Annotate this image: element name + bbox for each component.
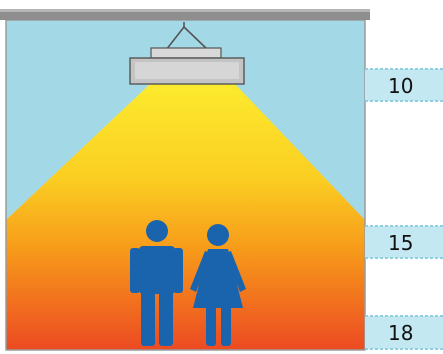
man-icon bbox=[130, 220, 183, 346]
woman-icon bbox=[190, 224, 246, 346]
scale-label-15: 15 bbox=[388, 231, 413, 255]
ceiling bbox=[0, 9, 370, 20]
heat-radiation-zone bbox=[6, 84, 365, 350]
scale-tag-18: 18 bbox=[365, 315, 443, 350]
ceiling-highlight bbox=[0, 9, 370, 12]
scale-label-10: 10 bbox=[388, 74, 413, 98]
ceiling-infrared-heater-icon bbox=[129, 22, 245, 85]
scale-tag-15: 15 bbox=[365, 225, 443, 259]
scale-label-18: 18 bbox=[388, 321, 413, 345]
scale-tag-10: 10 bbox=[365, 68, 443, 102]
